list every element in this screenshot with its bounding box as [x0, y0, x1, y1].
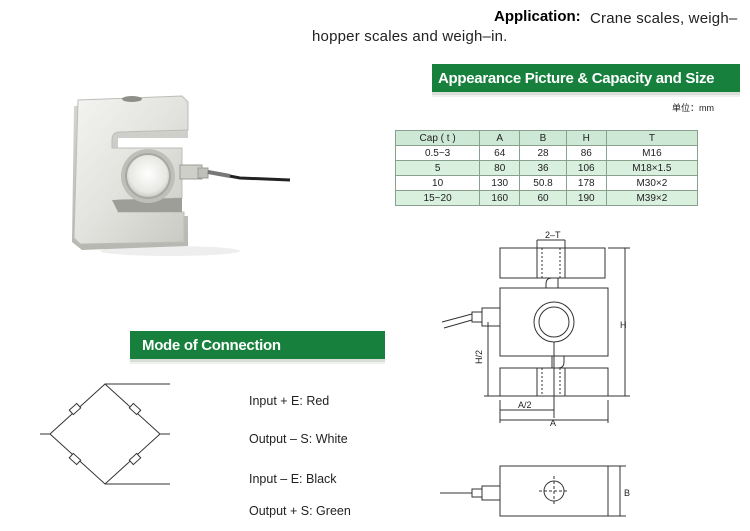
table-row: 15~20 160 60 190 M39×2 — [394, 190, 699, 206]
table-cell: 106 — [565, 160, 607, 176]
table-cell: M18×1.5 — [605, 160, 699, 176]
table-cell: 0.5~3 — [394, 145, 481, 161]
table-row: 10 130 50.8 178 M30×2 — [394, 175, 699, 191]
appearance-banner-title: Appearance Picture & Capacity and Size — [438, 70, 715, 87]
connection-banner-title: Mode of Connection — [142, 337, 281, 354]
table-cell: M30×2 — [605, 175, 699, 191]
capacity-size-table: Cap ( t ) A B H T 0.5~3 64 28 86 M16 5 8… — [394, 130, 699, 206]
table-cell: 64 — [479, 145, 521, 161]
table-row: 5 80 36 106 M18×1.5 — [394, 160, 699, 176]
load-cell-photo — [72, 95, 291, 256]
table-row: 0.5~3 64 28 86 M16 — [394, 145, 699, 161]
table-cell: 15~20 — [394, 190, 481, 206]
connection-banner: Mode of Connection — [130, 331, 385, 359]
table-header: A — [479, 130, 521, 146]
table-cell: 190 — [565, 190, 607, 206]
table-cell: M16 — [605, 145, 699, 161]
height-label: H — [620, 320, 627, 330]
table-cell: 10 — [394, 175, 481, 191]
application-text-line2: hopper scales and weigh–in. — [312, 28, 508, 45]
connection-item: Input – E: Black — [249, 472, 337, 486]
table-cell: 80 — [479, 160, 521, 176]
table-cell: 160 — [479, 190, 521, 206]
table-cell: 50.8 — [519, 175, 567, 191]
half-width-label: A/2 — [518, 400, 532, 410]
application-text-line1: Crane scales, weigh– — [590, 10, 738, 27]
table-header-row: Cap ( t ) A B H T — [394, 130, 699, 146]
table-cell: 60 — [519, 190, 567, 206]
connection-item: Output – S: White — [249, 432, 348, 446]
technical-drawing-front-view: 2–T H H/2 A/2 A — [441, 230, 630, 428]
technical-drawing-side-view: B — [440, 465, 630, 517]
table-cell: 86 — [565, 145, 607, 161]
bridge-diagram — [40, 383, 170, 485]
appearance-banner: Appearance Picture & Capacity and Size — [432, 64, 740, 92]
unit-label: 单位：mm — [672, 103, 714, 113]
half-height-label: H/2 — [474, 350, 484, 364]
connection-item: Output + S: Green — [249, 504, 351, 518]
table-header: Cap ( t ) — [394, 130, 481, 146]
table-cell: 36 — [519, 160, 567, 176]
depth-label: B — [624, 488, 630, 498]
connection-item: Input + E: Red — [249, 394, 330, 408]
table-header: H — [565, 130, 607, 146]
table-cell: M39×2 — [605, 190, 699, 206]
table-cell: 28 — [519, 145, 567, 161]
application-label: Application: — [494, 8, 581, 25]
table-cell: 130 — [479, 175, 521, 191]
thread-label: 2–T — [545, 230, 561, 240]
table-cell: 5 — [394, 160, 481, 176]
table-cell: 178 — [565, 175, 607, 191]
width-label: A — [550, 418, 556, 428]
table-header: B — [519, 130, 567, 146]
table-header: T — [605, 130, 699, 146]
